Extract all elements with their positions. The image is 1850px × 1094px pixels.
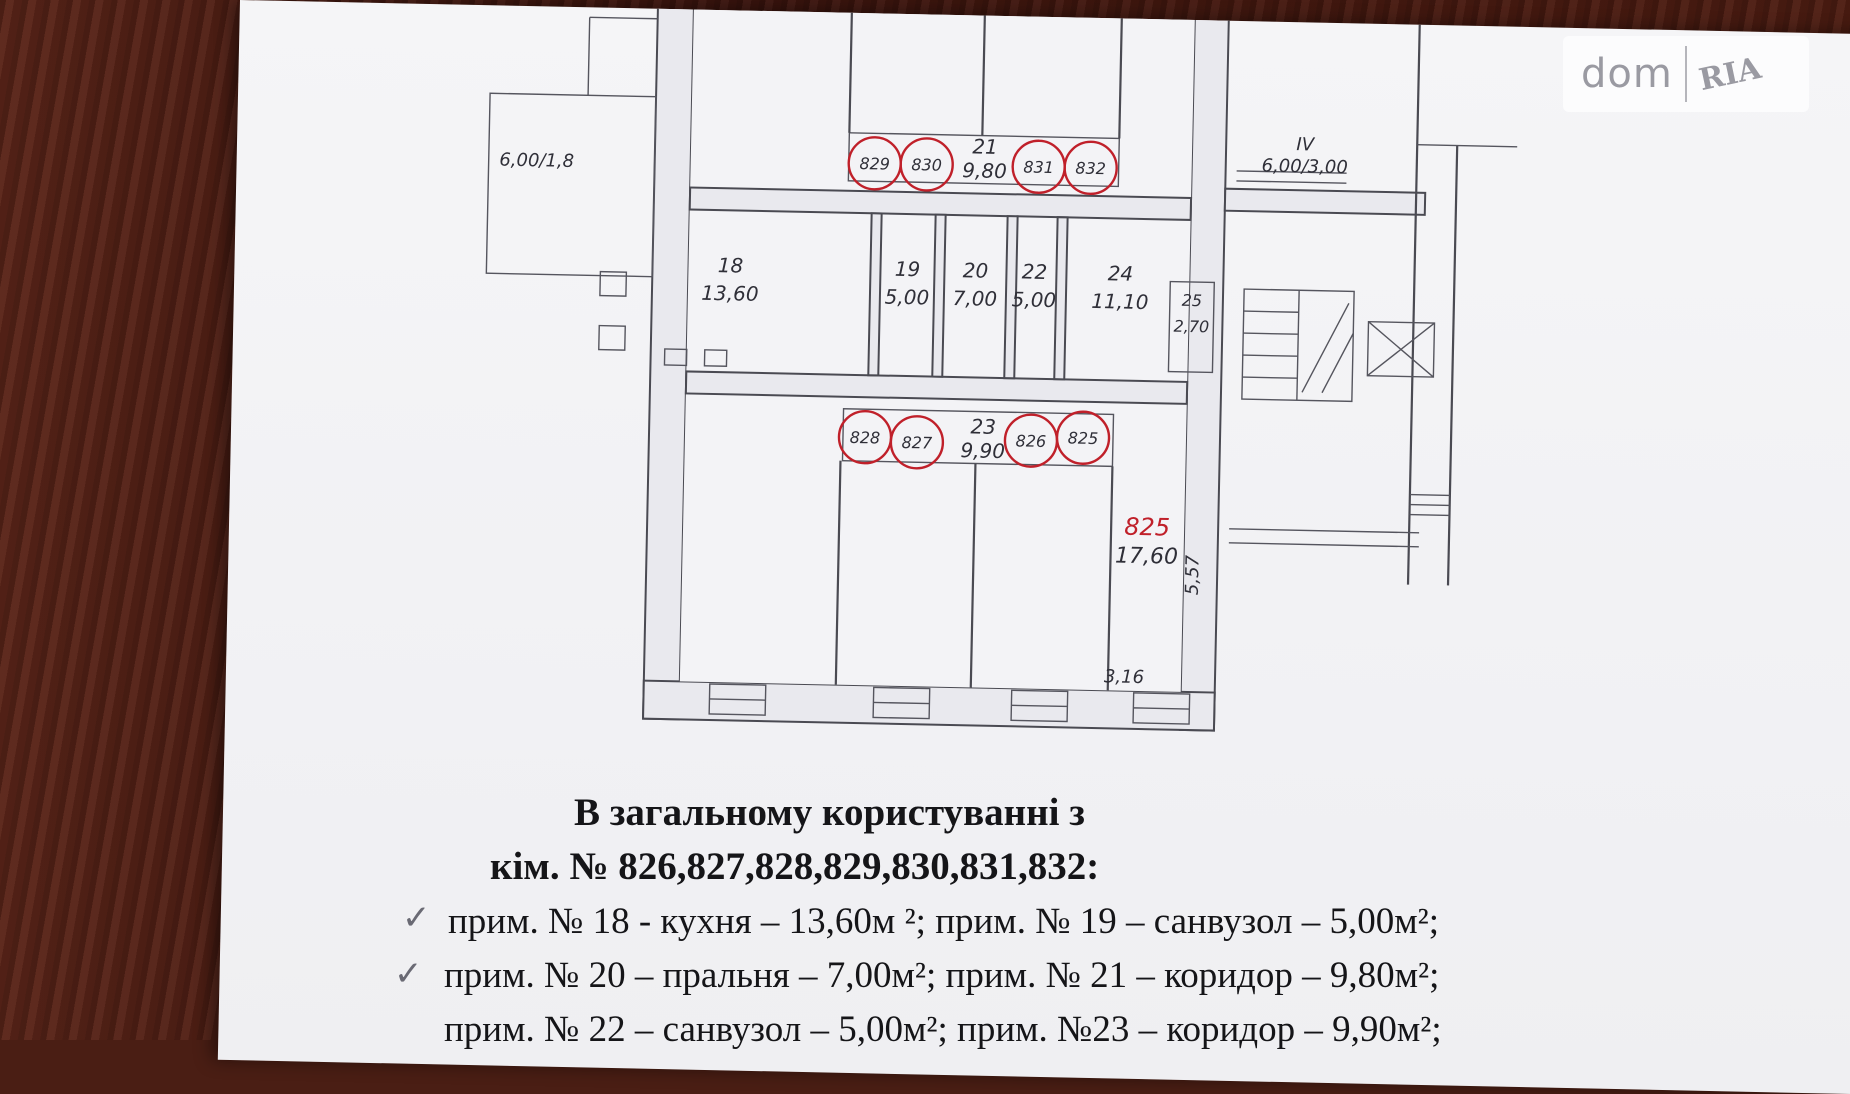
room-20-area: 7,00	[952, 286, 997, 311]
room-21-area: 9,80	[962, 158, 1007, 183]
room-23-area: 9,90	[960, 438, 1005, 463]
checkmark-icon: ✓	[402, 898, 431, 938]
room-22-number: 22	[1022, 259, 1048, 284]
mark-832: 832	[1075, 159, 1106, 179]
red-marks-top: 829 830 831 832	[847, 136, 1118, 196]
sink-icon	[703, 349, 728, 367]
mark-830: 830	[911, 155, 942, 175]
notes-line-2: прим. № 20 – пральня – 7,00м²; прим. № 2…	[444, 955, 1440, 996]
mark-829: 829	[859, 154, 890, 174]
room-25	[1167, 280, 1216, 374]
dimension-depth: 5,57	[1182, 554, 1204, 595]
mark-831: 831	[1023, 157, 1054, 177]
mark-828: 828	[850, 428, 881, 448]
room-23-number: 23	[970, 414, 996, 439]
dimension-width: 3,16	[1104, 666, 1145, 688]
stove-icon	[599, 270, 628, 297]
left-annex-label: 6,00/1,8	[499, 149, 574, 172]
room-25-area: 2,70	[1173, 317, 1209, 337]
room-18-area: 13,60	[701, 281, 759, 306]
room-21-number: 21	[972, 134, 998, 159]
notes-heading-1: В загальному користуванні з	[574, 791, 1085, 834]
corridor-23	[841, 408, 1115, 468]
room-20-number: 20	[963, 258, 989, 283]
stair-label-id: IV	[1296, 134, 1316, 155]
watermark-dom: dom	[1581, 51, 1673, 97]
room-19-number: 19	[895, 257, 921, 282]
domria-watermark: dom RIA	[1563, 36, 1809, 112]
watermark-ria: RIA	[1695, 50, 1765, 98]
room-22-area: 5,00	[1011, 287, 1056, 312]
mark-826: 826	[1015, 431, 1046, 451]
mark-827: 827	[901, 433, 933, 453]
room-19-area: 5,00	[884, 285, 929, 310]
room-825-number: 825	[1124, 513, 1170, 542]
room-25-number: 25	[1182, 291, 1203, 310]
floor-plan-drawing: 18 13,60 19 5,00 20 7,00 22 5,00 24 11,1…	[485, 0, 1518, 732]
windows	[708, 683, 1191, 725]
notes-line-3: прим. № 22 – санвузол – 5,00м²; прим. №2…	[444, 1009, 1442, 1050]
stove-icon	[598, 324, 626, 351]
elevator-shaft-icon	[1366, 320, 1436, 378]
sink-icon	[663, 348, 688, 367]
mark-825: 825	[1068, 428, 1099, 448]
stair-label-dims: 6,00/3,00	[1261, 155, 1348, 178]
notes-heading-2: кім. № 826,827,828,829,830,831,832:	[490, 845, 1100, 888]
room-18-number: 18	[718, 253, 744, 278]
checkmark-icon: ✓	[394, 954, 423, 994]
staircase	[1241, 288, 1355, 403]
notes-line-1: прим. № 18 - кухня – 13,60м ²; прим. № 1…	[448, 901, 1439, 942]
room-825-area: 17,60	[1115, 543, 1178, 569]
red-marks-bottom: 828 827 826 825	[837, 409, 1111, 470]
left-annex	[485, 92, 657, 278]
room-24-number: 24	[1107, 261, 1133, 286]
room-24-area: 11,10	[1091, 289, 1149, 314]
floor-plan-sheet: 18 13,60 19 5,00 20 7,00 22 5,00 24 11,1…	[217, 0, 1850, 1094]
